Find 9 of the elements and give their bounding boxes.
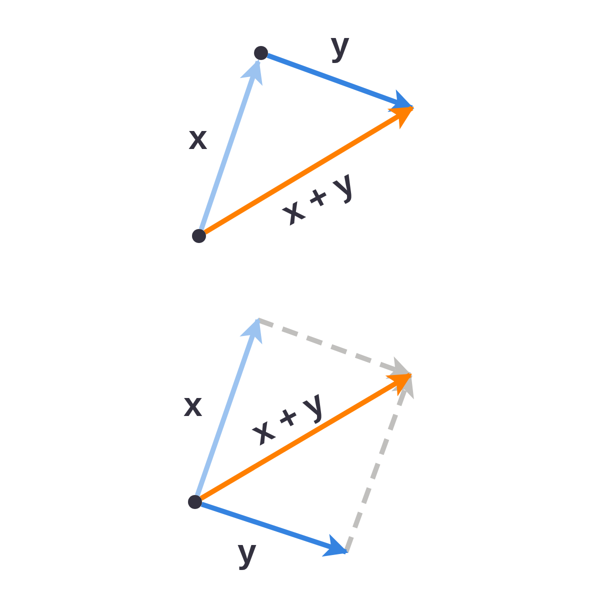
- point-dot: [192, 229, 206, 243]
- vector-arrow: [200, 502, 348, 557]
- vector-arrow: [204, 106, 414, 235]
- point-dot: [254, 46, 268, 60]
- vector-arrow: [198, 59, 263, 230]
- point-dot: [188, 495, 202, 509]
- vector-arrow: [200, 372, 412, 501]
- vector-arrow: [266, 53, 414, 112]
- vector-arrow: [194, 318, 262, 496]
